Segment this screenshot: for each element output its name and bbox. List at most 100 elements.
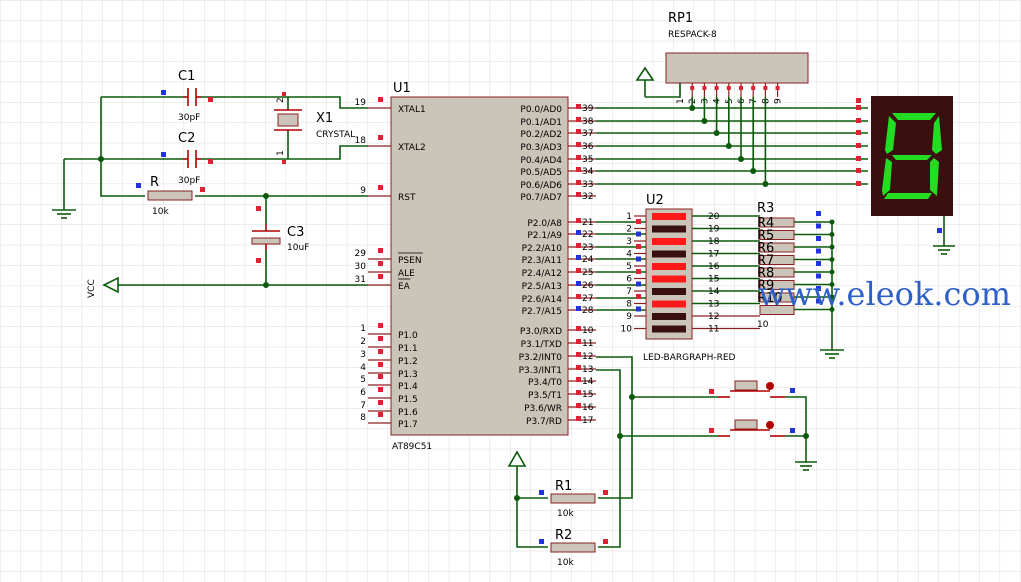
u1-ref: U1 <box>393 81 411 96</box>
u1-pin-marker <box>378 248 383 253</box>
u1-pin-name: P3.3/INT1 <box>519 366 562 376</box>
vcc-symbol: VCC <box>87 276 119 298</box>
resistor-r1: R1 10k <box>539 479 608 519</box>
rp1-value: RESPACK-8 <box>668 30 717 40</box>
junction-dot <box>701 118 708 124</box>
u1-pin-name: P3.4/T0 <box>528 378 562 388</box>
rp1-pin-number: 7 <box>749 98 759 104</box>
u1-pin-number: 25 <box>582 268 593 278</box>
led-bargraph-u2: U2 LED-BARGRAPH-RED 12345678910201918171… <box>621 193 760 363</box>
seg-pin-marker <box>856 98 861 103</box>
seg-pin-marker <box>856 156 861 161</box>
watermark: www.eleok.com <box>758 275 1011 313</box>
r3-pin-marker <box>816 261 821 266</box>
push-button-2 <box>709 419 795 437</box>
u1-pin-name: P2.7/A15 <box>522 307 562 317</box>
u1-pin-name: P2.3/A11 <box>522 256 562 266</box>
led-bar <box>652 238 686 245</box>
u1-pin-number: 23 <box>582 243 593 253</box>
u1-pin-number: 24 <box>582 255 594 265</box>
u1-pin-name: P1.2 <box>398 357 418 367</box>
u1-pin-number: 13 <box>582 365 593 375</box>
u1-pin-marker <box>378 374 383 379</box>
u1-pin-marker <box>378 400 383 405</box>
r2-value: 10k <box>557 558 574 568</box>
u1-pin-number: 17 <box>582 416 593 426</box>
u2-pin-marker <box>636 244 641 249</box>
u1-pin-name: P1.6 <box>398 408 418 418</box>
u1-pin-name: P0.5/AD5 <box>520 168 562 178</box>
r1-ref: R1 <box>555 479 572 494</box>
u2-pin-number: 6 <box>626 275 632 285</box>
r1-value: 10k <box>557 509 574 519</box>
u1-pin-marker <box>576 377 581 382</box>
u1-pin-number: 12 <box>582 352 593 362</box>
u1-pin-number: 32 <box>582 192 593 202</box>
u2-pin-marker <box>636 281 641 287</box>
r3-pin-marker <box>816 236 821 241</box>
u1-pin-number: 14 <box>582 377 594 387</box>
r3-pin-marker <box>816 298 821 304</box>
u2-pin-marker <box>636 294 641 299</box>
resistor-r: R 10k <box>136 175 205 217</box>
r3-pin-marker <box>816 211 821 216</box>
junction-dot <box>762 181 769 187</box>
u1-pin-number: 4 <box>360 363 366 373</box>
led-bar <box>652 225 686 233</box>
u1-pin-number: 36 <box>582 142 594 152</box>
led-bar <box>652 250 686 258</box>
u2-pin-number: 5 <box>626 262 632 272</box>
u2-pin-number: 9 <box>626 312 632 322</box>
u1-pin-name: P3.1/TXD <box>521 340 562 350</box>
led-bar <box>652 288 686 295</box>
u1-pin-number: 7 <box>360 401 366 411</box>
r3-pin-marker <box>816 248 821 254</box>
seg-pin-marker <box>856 143 861 148</box>
led-bar <box>652 300 686 308</box>
crystal-x1: 2 1 X1 CRYSTAL <box>274 92 355 164</box>
seg-pin-marker <box>856 118 861 123</box>
u1-pin-marker <box>576 104 581 109</box>
seg-pin-marker <box>856 181 861 186</box>
u1-pin-name: RST <box>398 193 416 203</box>
u2-pin-number: 7 <box>626 287 632 297</box>
u1-pin-marker <box>576 129 581 134</box>
u1-pin-marker <box>576 218 581 223</box>
u2-part: LED-BARGRAPH-RED <box>643 353 736 363</box>
u1-pin-name: P0.0/AD0 <box>520 105 562 115</box>
u1-pin-number: 8 <box>360 413 366 423</box>
u2-pin-number: 11 <box>708 325 719 335</box>
u1-pin-name: P1.5 <box>398 395 418 405</box>
r3-pin-marker <box>816 223 821 229</box>
r2-ref: R2 <box>555 528 572 543</box>
led-bar <box>652 275 686 283</box>
u2-led-bars <box>652 213 686 333</box>
u1-pin-name: XTAL2 <box>398 143 426 153</box>
u1-pin-marker <box>576 142 581 147</box>
u1-pin-number: 39 <box>582 104 594 114</box>
push-button-1 <box>709 380 795 398</box>
r3-sub-label: R5 <box>757 229 774 244</box>
u1-pin-marker <box>576 365 581 370</box>
osc-reset-wires <box>63 96 368 286</box>
u1-pin-number: 3 <box>360 350 366 360</box>
u1-pin-marker <box>378 349 383 354</box>
u1-pin-marker <box>576 230 581 235</box>
u1-pin-marker <box>378 274 383 279</box>
u1-pin-name: P2.1/A9 <box>527 231 562 241</box>
u1-pin-number: 26 <box>582 281 594 291</box>
seg-pin-marker <box>856 105 861 110</box>
r3-pin-last: 10 <box>757 320 769 330</box>
x1-value: CRYSTAL <box>316 130 355 140</box>
u2-pin-marker <box>636 269 641 274</box>
u2-pin-number: 10 <box>621 325 633 335</box>
u1-pin-number: 38 <box>582 117 594 127</box>
c2-ref: C2 <box>178 131 195 146</box>
u1-pin-marker <box>378 185 383 190</box>
junction-dot <box>750 168 757 174</box>
u1-pin-name: P3.7/RD <box>526 417 562 427</box>
u1-pin-marker <box>576 268 581 273</box>
rp1-pin-marker <box>726 86 731 90</box>
